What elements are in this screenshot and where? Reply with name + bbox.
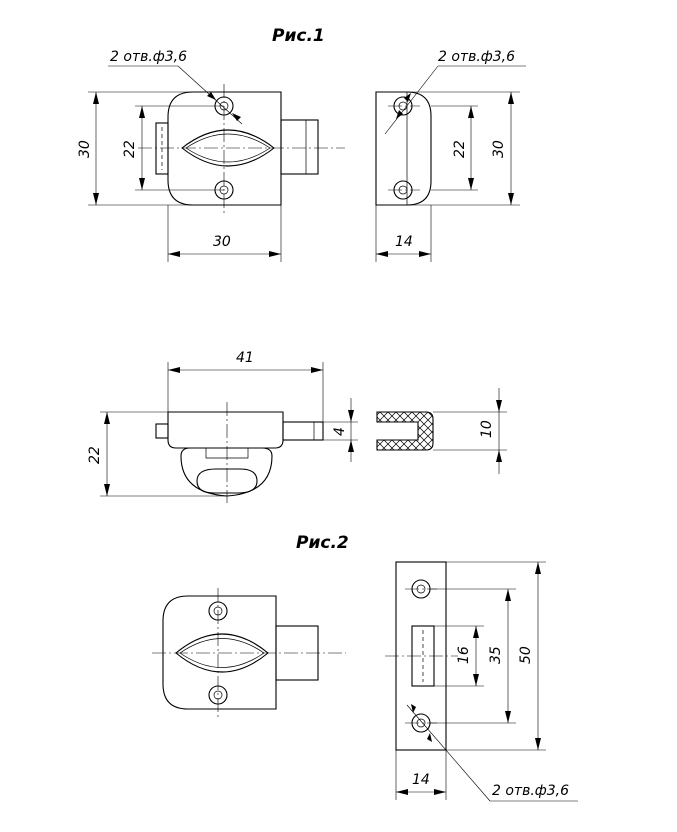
dim-label: 14 [412,772,430,788]
dim-label: 4 [332,427,348,436]
hole-callout: 2 отв.ф3,6 [110,49,187,65]
dim-label: 30 [77,140,93,158]
hole-callout: 2 отв.ф3,6 [492,783,569,799]
fig1-section-view: 10 [376,388,507,474]
fig2-front-view [152,588,346,718]
dim-label: 50 [518,646,534,664]
dim-label: 10 [479,420,495,438]
dim-label: 35 [488,646,504,664]
dim-label: 41 [236,350,254,366]
fig1-front-view: 30 22 30 2 отв.ф3,6 [77,49,345,262]
dim-label: 30 [213,234,231,250]
dim-label: 22 [122,140,138,158]
fig2-title: Рис.2 [296,533,349,553]
hole-callout: 2 отв.ф3,6 [438,49,515,65]
dim-label: 22 [452,140,468,158]
dim-label: 16 [456,646,472,664]
fig1-title: Рис.1 [272,26,325,46]
dim-label: 22 [87,446,103,464]
fig1-side-view: 22 30 14 2 отв.ф3,6 [375,49,526,262]
fig2-side-view: 16 35 50 14 2 отв.ф3,6 [385,561,578,802]
dim-label: 14 [395,234,413,250]
dim-label: 30 [491,140,507,158]
fig1-top-view: 41 4 22 [87,350,358,503]
